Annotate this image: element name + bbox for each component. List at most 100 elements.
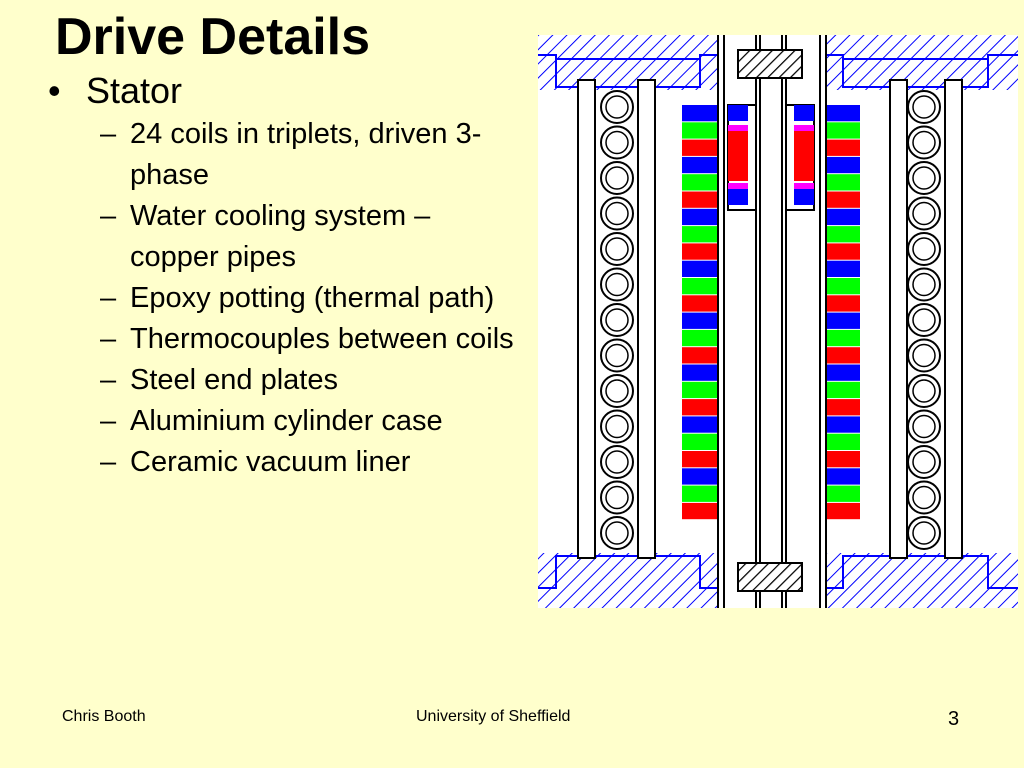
top-end-plate bbox=[538, 35, 1018, 90]
stator-cross-section-diagram bbox=[538, 35, 1018, 608]
bullet-dot: • bbox=[48, 70, 61, 111]
cooling-pipes-right bbox=[907, 90, 941, 550]
coil-segment bbox=[682, 468, 718, 485]
coil-segment bbox=[826, 226, 860, 243]
bullet-label: Stator bbox=[86, 70, 183, 111]
bottom-end-plate bbox=[538, 553, 1018, 608]
coils-right bbox=[826, 105, 860, 520]
coil-segment bbox=[682, 191, 718, 208]
rotor-magnet-blocks bbox=[727, 104, 815, 211]
pipe-inner bbox=[605, 201, 629, 226]
coil-segment bbox=[826, 208, 860, 226]
dash-mark: – bbox=[100, 323, 117, 355]
footer-institution: University of Sheffield bbox=[416, 708, 571, 725]
coil-segment bbox=[682, 156, 718, 174]
pipe-inner bbox=[912, 308, 936, 332]
pipe-inner bbox=[605, 379, 629, 403]
pipe-inner bbox=[912, 343, 936, 368]
sub-item: –Steel end plates bbox=[100, 360, 518, 401]
sub-item: –24 coils in triplets, driven 3-phase bbox=[100, 114, 518, 196]
coil-segment bbox=[826, 243, 860, 260]
pipe-inner bbox=[912, 237, 936, 261]
coil-segment bbox=[826, 174, 860, 191]
coil-segment bbox=[826, 105, 860, 122]
coil-segment bbox=[682, 416, 718, 433]
pipe-inner bbox=[605, 95, 629, 119]
coil-segment bbox=[826, 295, 860, 312]
pipe-inner bbox=[912, 166, 936, 190]
pipe-inner bbox=[605, 237, 629, 261]
coil-segment bbox=[682, 260, 718, 277]
aluminium-case-walls bbox=[577, 79, 963, 559]
sub-item: –Aluminium cylinder case bbox=[100, 401, 518, 442]
dash-mark: – bbox=[100, 364, 117, 396]
slide-title: Drive Details bbox=[55, 8, 371, 66]
pipe-inner bbox=[605, 308, 629, 332]
coil-segment bbox=[682, 399, 718, 416]
pipe-inner bbox=[605, 414, 629, 439]
slide-number: 3 bbox=[948, 708, 960, 730]
pipe-inner bbox=[605, 521, 629, 545]
coil-segment bbox=[682, 381, 718, 399]
shaft-end-caps bbox=[737, 49, 803, 592]
sub-item: –Ceramic vacuum liner bbox=[100, 442, 518, 483]
coil-segment bbox=[682, 485, 718, 502]
pipe-inner bbox=[605, 343, 629, 368]
coils-left bbox=[682, 105, 718, 520]
dash-mark: – bbox=[100, 446, 117, 478]
coil-segment bbox=[682, 174, 718, 191]
dash-mark: – bbox=[100, 200, 117, 232]
pipe-inner bbox=[912, 272, 936, 297]
coil-segment bbox=[826, 329, 860, 347]
coil-segment bbox=[826, 416, 860, 433]
bullet-stator: • Stator bbox=[48, 70, 518, 112]
coil-segment bbox=[826, 191, 860, 208]
pipe-inner bbox=[605, 272, 629, 297]
coil-segment bbox=[826, 502, 860, 520]
pipe-inner bbox=[912, 379, 936, 403]
coil-segment bbox=[826, 139, 860, 156]
coil-segment bbox=[682, 364, 718, 381]
coil-segment bbox=[682, 312, 718, 329]
pipe-inner bbox=[912, 485, 936, 510]
coil-segment bbox=[826, 347, 860, 364]
coil-segment bbox=[826, 433, 860, 450]
cooling-pipes-left bbox=[600, 90, 634, 550]
pipe-inner bbox=[605, 130, 629, 155]
footer-author: Chris Booth bbox=[62, 708, 146, 725]
coil-segment bbox=[682, 208, 718, 226]
coil-segment bbox=[826, 399, 860, 416]
pipe-inner bbox=[912, 130, 936, 155]
coil-segment bbox=[682, 347, 718, 364]
coil-segment bbox=[826, 381, 860, 399]
coil-segment bbox=[682, 226, 718, 243]
coil-segment bbox=[826, 468, 860, 485]
dash-mark: – bbox=[100, 405, 117, 437]
coil-segment bbox=[682, 451, 718, 468]
pipe-inner bbox=[605, 166, 629, 190]
coil-segment bbox=[826, 364, 860, 381]
coil-segment bbox=[682, 502, 718, 520]
coil-segment bbox=[826, 312, 860, 329]
sub-item: –Thermocouples between coils bbox=[100, 319, 518, 360]
coil-segment bbox=[682, 329, 718, 347]
sub-item: –Epoxy potting (thermal path) bbox=[100, 278, 518, 319]
coil-segment bbox=[682, 243, 718, 260]
coil-segment bbox=[682, 278, 718, 295]
pipe-inner bbox=[912, 450, 936, 474]
coil-segment bbox=[826, 156, 860, 174]
pipe-inner bbox=[912, 414, 936, 439]
sub-item: –Water cooling system – copper pipes bbox=[100, 196, 518, 278]
coil-segment bbox=[682, 122, 718, 139]
sub-bullet-list: –24 coils in triplets, driven 3-phase –W… bbox=[100, 114, 518, 483]
dash-mark: – bbox=[100, 282, 117, 314]
pipe-inner bbox=[912, 521, 936, 545]
coil-segment bbox=[826, 122, 860, 139]
pipe-inner bbox=[605, 450, 629, 474]
coil-segment bbox=[682, 105, 718, 122]
pipe-inner bbox=[605, 485, 629, 510]
coil-segment bbox=[682, 139, 718, 156]
coil-segment bbox=[826, 451, 860, 468]
pipe-inner bbox=[912, 95, 936, 119]
coil-segment bbox=[826, 485, 860, 502]
